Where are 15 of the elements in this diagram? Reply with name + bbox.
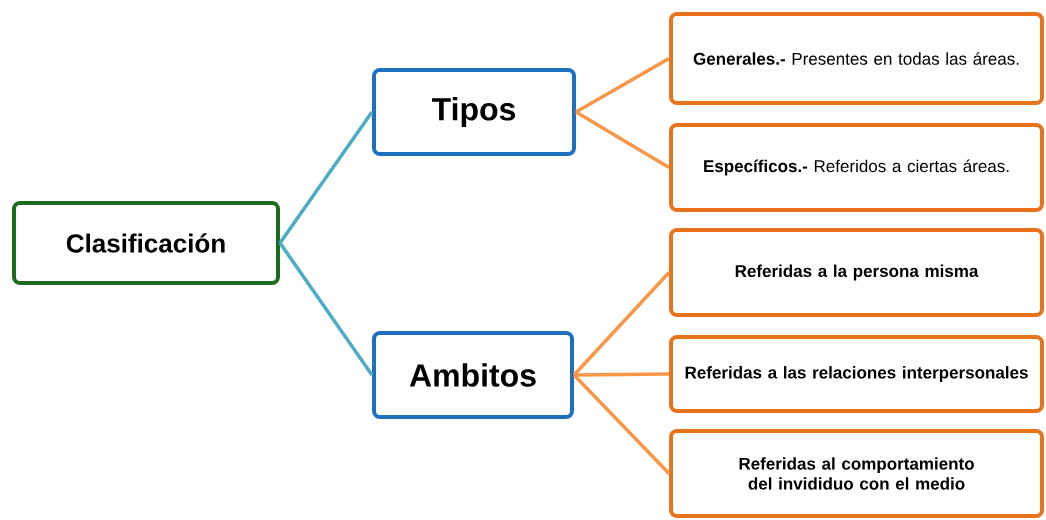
text-box: Referidas al comportamiento del invididuo con el medio xyxy=(669,429,1044,518)
text-box: Ambitos xyxy=(372,331,574,419)
connector-line xyxy=(278,242,374,376)
connector-line xyxy=(574,372,670,377)
text-box: Referidas a la persona misma xyxy=(669,228,1044,317)
connector-line xyxy=(575,57,670,114)
text-box: Referidas a las relaciones interpersonales xyxy=(669,335,1044,413)
text-box: Específicos.- Referidos a ciertas áreas. xyxy=(669,123,1044,212)
text-box: Clasificación xyxy=(12,201,280,285)
connector-line xyxy=(572,373,671,475)
connector-line xyxy=(575,110,670,169)
connector-line xyxy=(572,271,671,377)
text-box: Tipos xyxy=(372,68,576,156)
text-box: Generales.- Presentes en todas las áreas. xyxy=(669,12,1044,105)
connector-line xyxy=(278,111,374,244)
